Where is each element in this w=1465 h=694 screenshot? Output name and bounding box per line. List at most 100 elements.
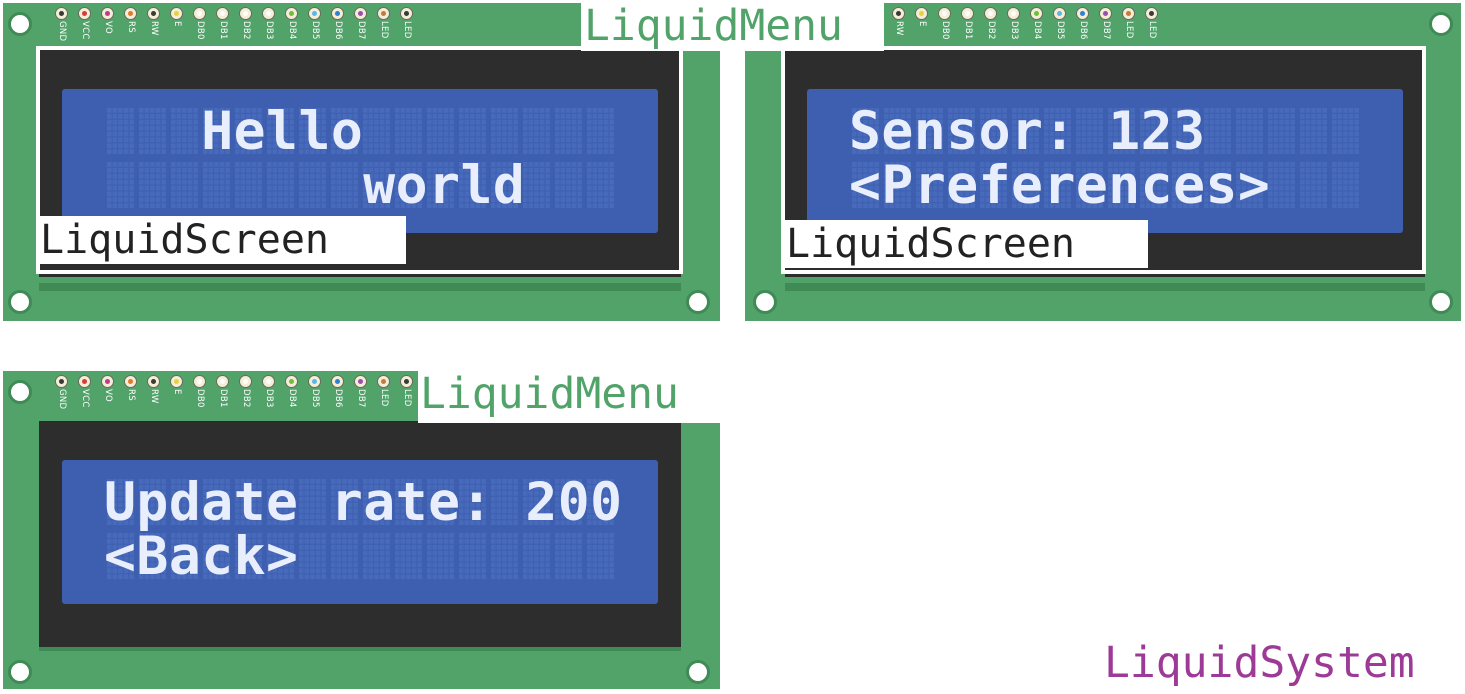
lcd-cell — [1107, 161, 1135, 208]
lcd-cell — [138, 161, 166, 208]
mount-hole — [8, 290, 32, 314]
lcd-cell — [394, 478, 422, 525]
lcd-cell — [202, 478, 230, 525]
liquidscreen-frame-1 — [36, 46, 683, 274]
mount-hole — [1429, 12, 1453, 36]
lcd-cell — [522, 161, 550, 208]
pin-label: RW — [149, 389, 159, 404]
lcd-cell — [586, 478, 614, 525]
lcd-cell — [234, 478, 262, 525]
lcd-cell — [234, 107, 262, 154]
mount-hole — [8, 12, 32, 36]
lcd-cell — [106, 107, 134, 154]
lcd-cell — [138, 532, 166, 579]
lcd-line-1: Sensor: 123 — [849, 101, 1206, 162]
lcd-cell — [298, 478, 326, 525]
lcd-cell — [330, 161, 358, 208]
lcd-cell — [490, 107, 518, 154]
lcd-cell — [394, 532, 422, 579]
lcd-cell — [1011, 107, 1039, 154]
lcd-cell — [1075, 107, 1103, 154]
pin-label: RS — [126, 389, 136, 401]
lcd-line-2: world — [104, 155, 526, 216]
lcd-cell — [586, 532, 614, 579]
liquidmenu-label-1: LiquidMenu — [581, 3, 884, 51]
lcd-cell — [362, 478, 390, 525]
lcd-cell — [1235, 107, 1263, 154]
lcd-cell — [266, 107, 294, 154]
lcd-cell — [170, 478, 198, 525]
pin-label: LED — [379, 389, 389, 407]
mount-hole — [686, 660, 710, 684]
pin-label: DB0 — [195, 389, 205, 408]
lcd-cell — [1267, 107, 1295, 154]
lcd-cell — [851, 107, 879, 154]
lcd-cell — [330, 532, 358, 579]
lcd-cell — [915, 161, 943, 208]
mount-hole — [753, 290, 777, 314]
lcd-glass: Hello world — [62, 89, 658, 233]
lcd-cell — [1171, 161, 1199, 208]
lcd-cell — [202, 107, 230, 154]
lcd-cell — [586, 161, 614, 208]
lcd-cell — [947, 107, 975, 154]
lcd-cell — [1075, 161, 1103, 208]
pin-label: E — [172, 389, 182, 395]
pin-label: LED — [402, 389, 412, 407]
lcd-cell — [522, 107, 550, 154]
pin-label: DB5 — [310, 389, 320, 408]
lcd-cell — [298, 532, 326, 579]
lcd-cell — [979, 161, 1007, 208]
pin-label: VCC — [80, 389, 90, 408]
lcd-cell — [915, 107, 943, 154]
lcd-cell — [851, 161, 879, 208]
lcd-cell — [330, 107, 358, 154]
mount-hole — [1429, 290, 1453, 314]
lcd-cell — [170, 161, 198, 208]
lcd-cell — [1043, 107, 1071, 154]
lcd-cell — [234, 532, 262, 579]
pin-label: GND — [57, 389, 67, 410]
lcd-cell — [394, 161, 422, 208]
lcd-line-1: Hello — [104, 101, 364, 162]
lcd-cell — [979, 107, 1007, 154]
lcd-cell — [234, 161, 262, 208]
lcd-cell — [266, 532, 294, 579]
lcd-cell — [554, 478, 582, 525]
lcd-cell — [426, 161, 454, 208]
pin-label: DB1 — [218, 389, 228, 408]
liquidscreen-label-1: LiquidScreen — [36, 216, 406, 264]
lcd-cell — [298, 161, 326, 208]
lcd-cell — [458, 107, 486, 154]
lcd-cell — [522, 478, 550, 525]
lcd-cell — [362, 532, 390, 579]
lcd-cell — [362, 161, 390, 208]
lcd-cell — [522, 532, 550, 579]
lcd-line-2: <Preferences> — [849, 155, 1271, 216]
lcd-cell — [106, 478, 134, 525]
liquidscreen-frame-2 — [781, 46, 1426, 274]
lcd-cell — [170, 532, 198, 579]
lcd-cell — [202, 161, 230, 208]
lcd-cell — [106, 161, 134, 208]
lcd-line-2: <Back> — [104, 526, 299, 587]
lcd-cell — [106, 532, 134, 579]
lcd-cell — [330, 478, 358, 525]
lcd-cell — [202, 532, 230, 579]
lcd-cell — [883, 161, 911, 208]
mount-hole — [686, 290, 710, 314]
lcd-cell — [586, 107, 614, 154]
pin-label: DB6 — [333, 389, 343, 408]
lcd-cell — [266, 478, 294, 525]
pin-label: DB7 — [356, 389, 366, 408]
lcd-cell — [426, 532, 454, 579]
lcd-cell — [298, 107, 326, 154]
lcd-cell — [1171, 107, 1199, 154]
lcd-cell — [1011, 161, 1039, 208]
lcd-cell — [490, 161, 518, 208]
lcd-cell — [426, 107, 454, 154]
lcd-cell — [1299, 107, 1327, 154]
lcd-cell — [1139, 161, 1167, 208]
lcd-cell — [458, 161, 486, 208]
